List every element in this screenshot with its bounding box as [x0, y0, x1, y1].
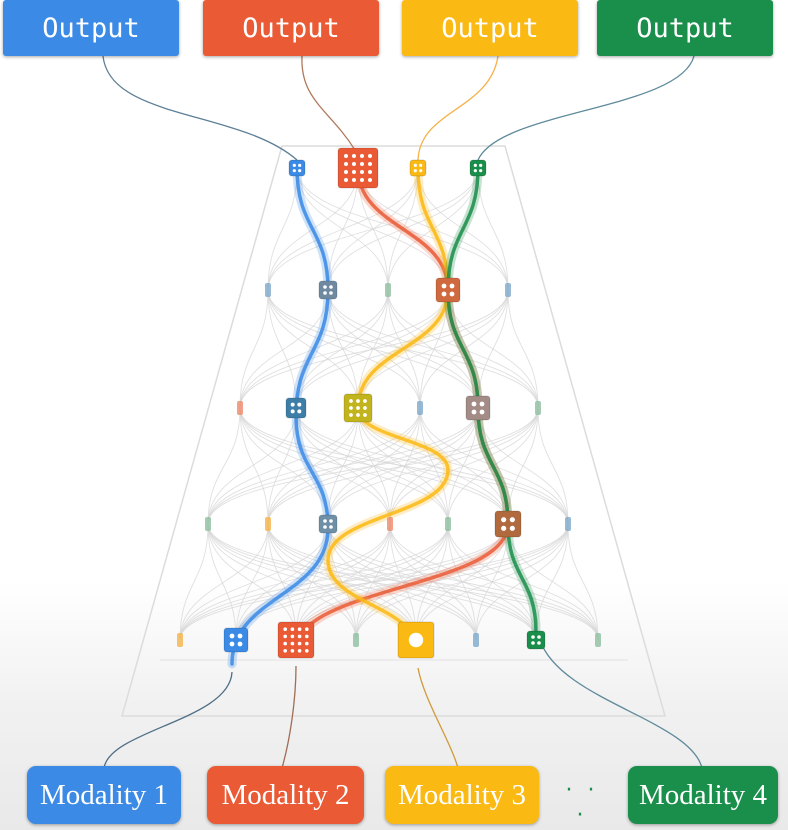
expert-node — [205, 517, 211, 531]
mesh-connection — [207, 523, 237, 641]
mesh-connection — [389, 523, 599, 641]
mesh-connection — [537, 407, 569, 525]
expert-node — [445, 517, 451, 531]
mesh-connection — [235, 523, 269, 641]
expert-node — [277, 621, 315, 659]
modality-box-2: Modality 2 — [207, 766, 364, 824]
mesh-connection — [355, 523, 569, 641]
mesh-connection — [415, 523, 569, 641]
mesh-connection — [207, 407, 479, 525]
expert-node — [505, 283, 511, 297]
mesh-connection — [207, 407, 241, 525]
ellipsis: · · · — [565, 778, 599, 828]
mesh-connection — [207, 407, 359, 525]
expert-node — [318, 514, 338, 534]
output-link — [301, 55, 356, 151]
expert-node — [535, 401, 541, 415]
expert-node — [473, 633, 479, 647]
mesh-connection — [207, 407, 421, 525]
output-link — [477, 55, 695, 161]
expert-node — [435, 277, 461, 303]
mesh-connection — [179, 523, 329, 641]
expert-node — [337, 147, 379, 189]
expert-node — [353, 633, 359, 647]
mesh-connection — [179, 523, 509, 641]
mesh-connection — [507, 523, 599, 641]
expert-node — [223, 627, 249, 653]
output-link — [102, 55, 298, 161]
mesh-connection — [357, 289, 509, 409]
output-box-1: Output — [3, 0, 179, 56]
trapezoid-outline — [121, 145, 666, 717]
mesh-connection — [535, 523, 569, 641]
modality-link — [539, 639, 703, 769]
mesh-connection — [267, 289, 297, 409]
mesh-connection — [267, 167, 479, 291]
expert-node — [565, 517, 571, 531]
mesh-connection — [389, 407, 539, 525]
mesh-connection — [207, 407, 297, 525]
io-links — [102, 55, 703, 769]
mesh-connection — [295, 523, 569, 641]
output-box-3: Output — [402, 0, 578, 56]
mesh-connection — [567, 523, 599, 641]
expert-node — [465, 395, 491, 421]
modality-link — [417, 667, 459, 769]
mesh-connection — [327, 407, 539, 525]
expert-node — [285, 397, 307, 419]
mesh-connection — [507, 407, 539, 525]
expert-node — [387, 517, 393, 531]
expert-node — [343, 393, 373, 423]
modality-box-4: Modality 4 — [628, 766, 778, 824]
expert-node — [417, 401, 423, 415]
expert-node — [595, 633, 601, 647]
expert-node — [265, 517, 271, 531]
mesh-connection — [239, 289, 269, 409]
modality-link — [281, 665, 297, 769]
expert-node — [177, 633, 183, 647]
expert-node — [385, 283, 391, 297]
expert-node — [288, 159, 306, 177]
mesh-connection — [239, 289, 449, 409]
expert-node — [237, 401, 243, 415]
output-box-2: Output — [203, 0, 379, 56]
modality-link — [103, 671, 233, 769]
output-box-4: Output — [597, 0, 773, 56]
mesh-connection — [477, 289, 509, 409]
network-frame — [121, 145, 666, 717]
mesh-connection — [239, 289, 329, 409]
connection-mesh — [179, 167, 599, 641]
expert-node — [494, 510, 522, 538]
mesh-connection — [507, 289, 539, 409]
mesh-connection — [207, 407, 539, 525]
mesh-connection — [267, 167, 298, 291]
expert-node — [397, 621, 435, 659]
expert-node — [265, 283, 271, 297]
expert-node — [469, 159, 487, 177]
mesh-connection — [239, 407, 269, 525]
mesh-connection — [179, 523, 209, 641]
mesh-connection — [179, 523, 391, 641]
mesh-connection — [179, 523, 569, 641]
expert-nodes — [177, 147, 601, 659]
mesh-connection — [475, 523, 569, 641]
expert-node — [526, 630, 546, 650]
mesh-connection — [477, 167, 509, 291]
mesh-connection — [179, 523, 269, 641]
output-link — [417, 55, 499, 161]
mesh-connection — [267, 167, 419, 291]
modality-box-1: Modality 1 — [27, 766, 181, 824]
modality-box-3: Modality 3 — [385, 766, 539, 824]
mesh-connection — [235, 523, 329, 641]
mesh-connection — [179, 523, 449, 641]
expert-node — [409, 159, 427, 177]
mesh-connection — [239, 289, 509, 409]
mesh-connection — [267, 407, 539, 525]
expert-node — [318, 280, 338, 300]
